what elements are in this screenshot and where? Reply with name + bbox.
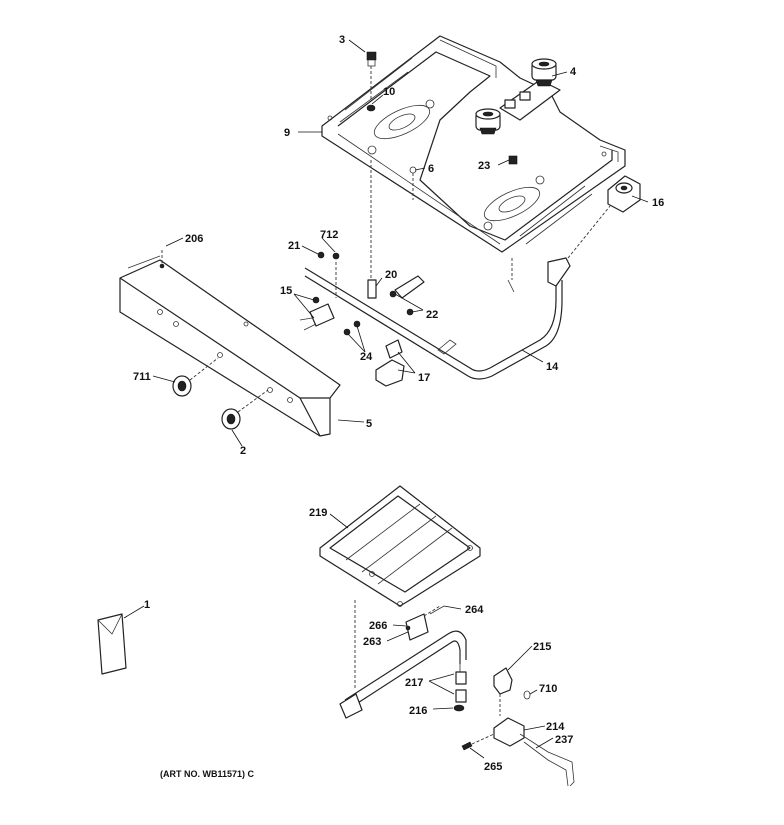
callout-24: 24	[360, 351, 373, 363]
callout-712: 712	[320, 229, 338, 241]
callout-14: 14	[546, 361, 559, 373]
leader-lines	[123, 39, 649, 759]
callout-1: 1	[144, 599, 150, 611]
burner-box	[321, 35, 626, 253]
callout-265: 265	[484, 761, 502, 773]
callout-6: 6	[428, 163, 434, 175]
art-number-caption: (ART NO. WB11571) C	[160, 769, 255, 779]
callout-710: 710	[539, 683, 557, 695]
callout-214: 214	[546, 721, 565, 733]
callout-264: 264	[465, 604, 484, 616]
callout-2: 2	[240, 445, 246, 457]
callout-219: 219	[309, 507, 327, 519]
manifold-valves	[299, 160, 425, 387]
callout-9: 9	[284, 127, 290, 139]
literature-pack-1	[97, 613, 127, 675]
broil-hardware	[461, 667, 575, 787]
callout-16: 16	[652, 197, 664, 209]
manifold-pipe	[304, 205, 611, 380]
callout-216: 216	[409, 705, 427, 717]
callout-237: 237	[555, 734, 573, 746]
callout-215: 215	[533, 641, 551, 653]
callout-206: 206	[185, 233, 203, 245]
callout-5: 5	[366, 418, 372, 430]
callout-217: 217	[405, 677, 423, 689]
callout-3: 3	[339, 34, 345, 46]
top-burners	[475, 58, 561, 135]
callout-17: 17	[418, 372, 430, 384]
callout-10: 10	[383, 86, 395, 98]
callout-23: 23	[478, 160, 490, 172]
control-panel-5	[119, 250, 341, 437]
callout-4: 4	[570, 66, 577, 78]
electrode-16	[607, 175, 641, 213]
callout-20: 20	[385, 269, 397, 281]
callout-711: 711	[133, 371, 151, 383]
callout-21: 21	[288, 240, 300, 252]
control-knobs	[172, 357, 269, 430]
callout-263: 263	[363, 636, 381, 648]
callout-266: 266	[369, 620, 387, 632]
broil-burner	[339, 600, 467, 719]
heat-shield-219	[319, 485, 481, 607]
callout-22: 22	[426, 309, 438, 321]
callout-15: 15	[280, 285, 292, 297]
callout-labels: 3 4 10 9 6 23 16 206 712 21 20 15 22 24 …	[133, 34, 664, 773]
